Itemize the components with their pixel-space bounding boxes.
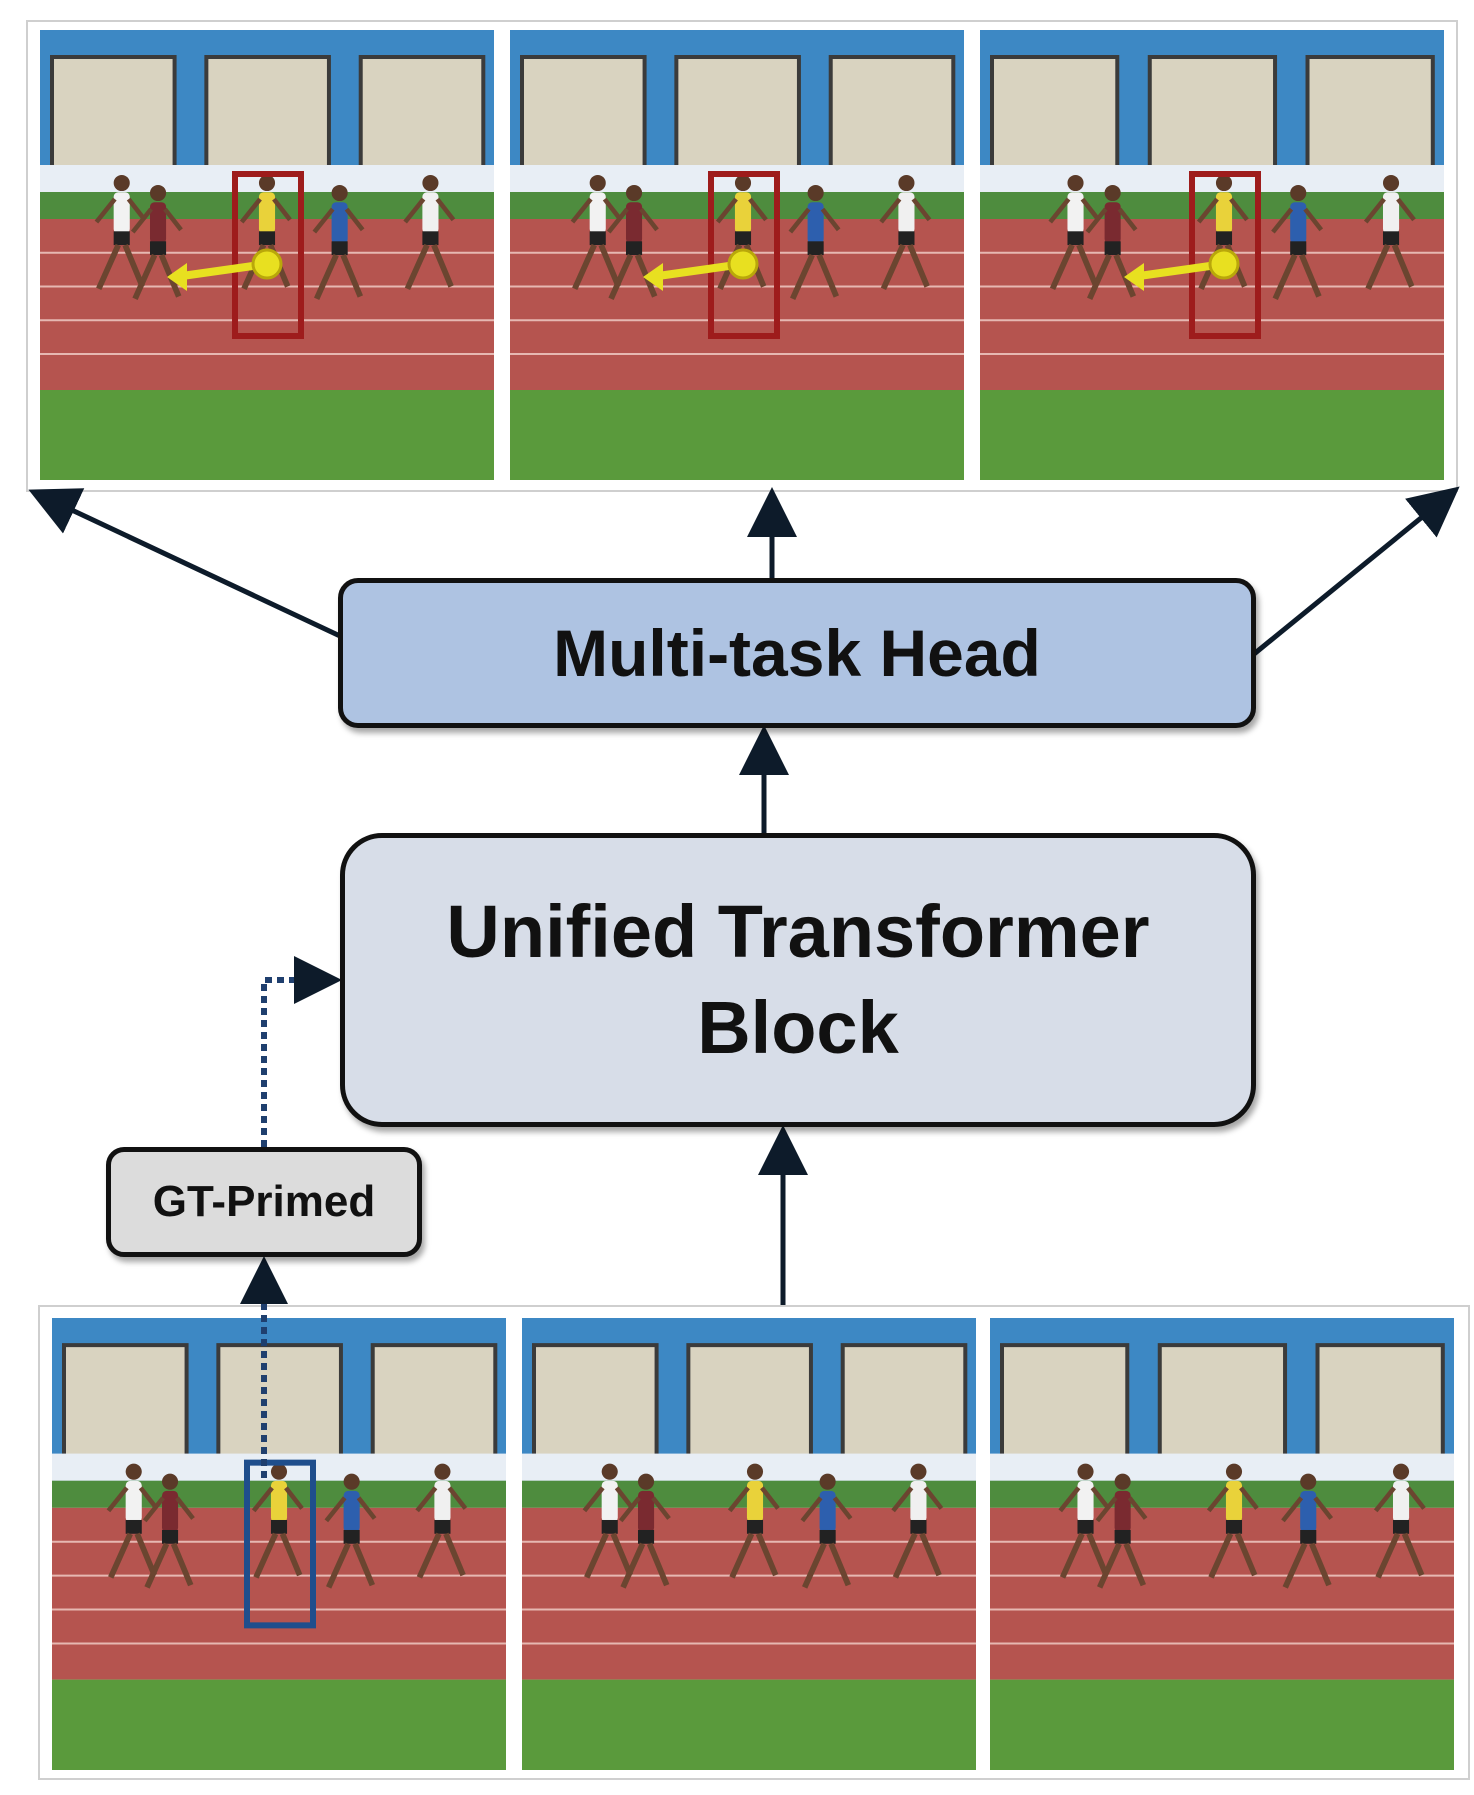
multi-task-head-block: Multi-task Head <box>338 578 1256 728</box>
window <box>204 55 331 172</box>
dashed-arrow-primed-to-transformer <box>261 956 342 1147</box>
window <box>1315 1343 1445 1461</box>
runner <box>1206 1463 1259 1579</box>
runner <box>1271 184 1324 300</box>
window <box>990 55 1120 172</box>
input-frame-2 <box>522 1318 976 1770</box>
gt-primed-label: GT-Primed <box>152 1177 376 1226</box>
runner <box>606 184 659 300</box>
grass-field <box>40 390 494 480</box>
runner <box>1373 1463 1426 1579</box>
arrow-head-to-frame-3 <box>1252 486 1460 656</box>
runner <box>582 1463 635 1579</box>
window <box>1147 55 1278 172</box>
ground-truth-bounding-box <box>244 1459 316 1629</box>
runner <box>800 1473 853 1589</box>
window <box>1157 1343 1288 1461</box>
runner <box>727 1463 780 1579</box>
runner <box>1095 1473 1148 1589</box>
grass-field <box>990 1679 1454 1770</box>
runner <box>130 184 183 300</box>
running-track <box>990 1507 1454 1680</box>
runner <box>570 174 623 290</box>
runner <box>324 1473 377 1589</box>
grass-field <box>980 390 1444 480</box>
arrow-head-to-frame-1 <box>28 488 342 639</box>
unified-transformer-block: Unified Transformer Block <box>340 833 1256 1127</box>
runner <box>106 1463 159 1579</box>
multi-task-head-label: Multi-task Head <box>553 616 1041 690</box>
window <box>370 1343 498 1461</box>
runner <box>1281 1473 1334 1589</box>
grass-field <box>52 1679 506 1770</box>
running-track <box>980 219 1444 390</box>
transformer-label-line-1: Unified Transformer <box>446 890 1150 973</box>
window <box>686 1343 813 1461</box>
transformer-label-line-2: Block <box>697 986 899 1069</box>
runner <box>1058 1463 1111 1579</box>
output-frame-1 <box>40 30 494 480</box>
window <box>674 55 801 172</box>
window <box>828 55 956 172</box>
input-frame-3 <box>990 1318 1454 1770</box>
runner <box>1085 184 1138 300</box>
window <box>216 1343 343 1461</box>
runner <box>879 174 932 290</box>
input-frame-1 <box>52 1318 506 1770</box>
predicted-bounding-box <box>708 171 780 339</box>
predicted-bounding-box <box>232 171 304 339</box>
runner <box>403 174 456 290</box>
grass-field <box>510 390 964 480</box>
window <box>1305 55 1435 172</box>
runner <box>1363 174 1416 290</box>
runner <box>788 184 841 300</box>
runner <box>142 1473 195 1589</box>
window <box>50 55 177 172</box>
grass-field <box>522 1679 976 1770</box>
runner <box>415 1463 468 1579</box>
runner <box>312 184 365 300</box>
predicted-bounding-box <box>1189 171 1261 339</box>
runner <box>251 1463 304 1579</box>
railing <box>980 165 1444 192</box>
output-frame-3 <box>980 30 1444 480</box>
keypoint-marker <box>727 248 759 280</box>
runner <box>1048 174 1101 290</box>
runner <box>891 1463 944 1579</box>
gt-primed-block: GT-Primed <box>106 1147 422 1257</box>
railing <box>990 1453 1454 1481</box>
keypoint-marker <box>251 248 283 280</box>
window <box>532 1343 659 1461</box>
runner <box>94 174 147 290</box>
keypoint-marker <box>1208 248 1240 280</box>
output-frame-2 <box>510 30 964 480</box>
window <box>1000 1343 1130 1461</box>
runner <box>618 1473 671 1589</box>
